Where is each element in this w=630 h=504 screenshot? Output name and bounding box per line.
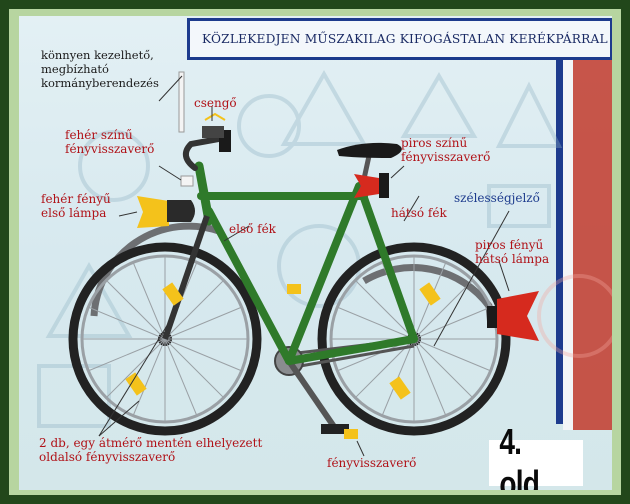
- label-side-reflector-2: oldalsó fényvisszaverő: [39, 450, 175, 464]
- label-steering-1: könnyen kezelhető,: [41, 48, 154, 62]
- illustration-panel: KÖZLEKEDJEN MŰSZAKILAG KIFOGÁSTALAN KERÉ…: [19, 16, 612, 490]
- label-pedal-reflector: fényvisszaverő: [327, 456, 416, 470]
- label-front-lamp-1: fehér fényű: [41, 192, 111, 206]
- pedal-reflector: [344, 429, 358, 439]
- label-rear-lamp-1: piros fényű: [475, 238, 543, 252]
- white-reflector: [181, 176, 193, 186]
- label-side-reflector-1: 2 db, egy átmérő mentén elhelyezett: [39, 436, 262, 450]
- page-number: 4. old.: [499, 421, 572, 490]
- wheel-side-reflector: [389, 376, 410, 399]
- label-white-reflector-2: fényvisszaverő: [65, 142, 154, 156]
- leader-lines: [99, 76, 509, 456]
- label-white-reflector-1: fehér színű: [65, 128, 133, 142]
- label-front-brake: első fék: [229, 222, 276, 236]
- label-bell: csengő: [194, 96, 237, 110]
- handlebar: [186, 138, 224, 168]
- label-red-reflector-2: fényvisszaverő: [401, 150, 490, 164]
- page-number-badge: 4. old.: [489, 440, 583, 486]
- label-rear-lamp-2: hátsó lámpa: [475, 252, 549, 266]
- head-tube: [199, 166, 209, 221]
- label-steering-3: kormányberendezés: [41, 76, 159, 90]
- label-width-indicator: szélességjelző: [454, 191, 540, 205]
- label-rear-brake: hátsó fék: [391, 206, 447, 220]
- pedal-reflector: [287, 284, 301, 294]
- bell-icon: [202, 126, 224, 138]
- front-fork: [165, 216, 207, 339]
- label-steering-2: megbízható: [41, 62, 109, 76]
- label-red-reflector-1: piros színű: [401, 136, 467, 150]
- saddle: [337, 143, 402, 158]
- handlebar-post: [179, 72, 184, 132]
- label-front-lamp-2: első lámpa: [41, 206, 106, 220]
- wheel-side-reflector: [419, 282, 440, 305]
